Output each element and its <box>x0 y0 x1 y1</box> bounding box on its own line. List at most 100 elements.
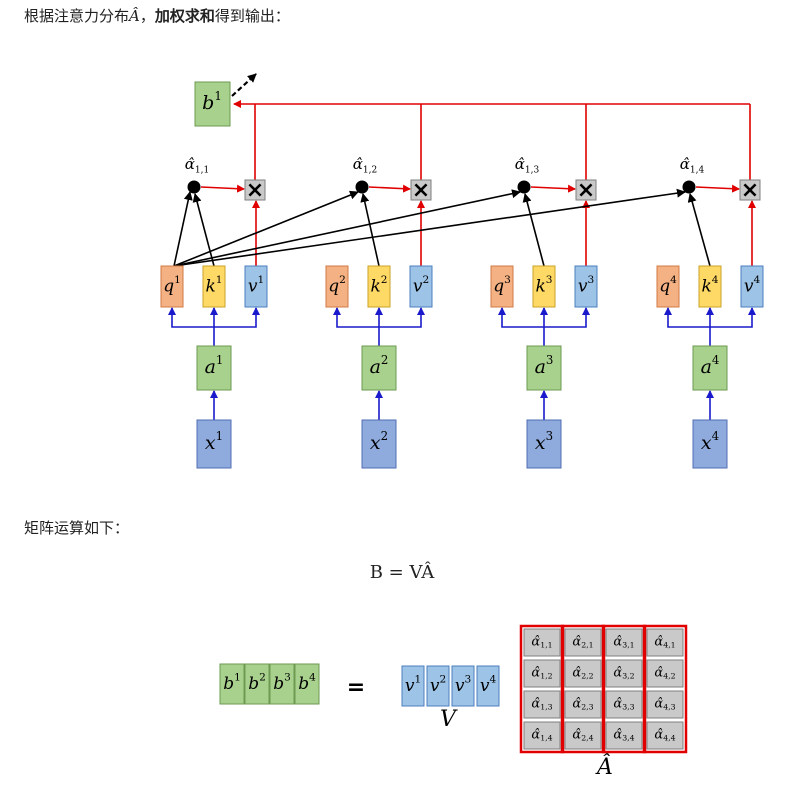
multiply-symbol-3: × <box>577 178 595 203</box>
b-vector-cell-1 <box>219 663 245 705</box>
a-box-2 <box>361 345 397 391</box>
matrix-cell-label-4-1: α̂4,1 <box>654 634 675 649</box>
multiply-box-4 <box>739 179 761 201</box>
x-label-2: x2 <box>370 429 388 454</box>
dot-product-node-3 <box>517 180 531 194</box>
matrix-cell-3-1 <box>605 628 643 657</box>
black-arrow-k-to-dot-1 <box>192 193 215 267</box>
matrix-cell-label-3-3: α̂3,3 <box>613 696 634 711</box>
alpha-label-4: α̂1,4 <box>680 155 705 175</box>
formula: B = VÂ <box>369 562 435 583</box>
x-box-3 <box>526 419 562 469</box>
v-vector-label-1: v1 <box>405 674 421 696</box>
k-label-2: k2 <box>370 274 387 296</box>
q-label-4: q4 <box>659 274 677 296</box>
red-arrow-dot-to-mul-4 <box>695 184 740 193</box>
red-arrow-dot-to-mul-1 <box>200 184 245 193</box>
k-label-1: k1 <box>205 274 222 296</box>
blue-arrow-a-to-q-3 <box>498 307 544 328</box>
output-b1-box <box>194 81 231 127</box>
matrix-cell-4-2 <box>646 659 684 688</box>
matrix-cell-2-1 <box>564 628 602 657</box>
a-label-3: a3 <box>535 353 554 378</box>
multiply-box-2 <box>410 179 432 201</box>
v-box-2 <box>409 265 433 308</box>
matrix-cell-label-4-2: α̂4,2 <box>654 665 675 680</box>
a-label-2: a2 <box>370 353 389 378</box>
black-arrow-q1-to-dot-4 <box>173 188 686 267</box>
blue-arrow-a-to-q-1 <box>168 307 214 328</box>
v-vector-cell-4 <box>476 665 500 707</box>
V-label: V <box>440 707 458 732</box>
equals-sign: = <box>347 675 365 700</box>
intro-bold: 加权求和 <box>154 7 215 25</box>
matrix-cell-2-3 <box>564 690 602 719</box>
black-arrow-q1-to-dot-3 <box>173 189 521 267</box>
blue-arrow-a-to-q-4 <box>664 307 710 328</box>
matrix-cell-3-2 <box>605 659 643 688</box>
b-vector-cell-3 <box>269 663 295 705</box>
b-vector-label-4: b4 <box>298 672 316 694</box>
matrix-cell-label-1-3: α̂1,3 <box>531 696 552 711</box>
matrix-cell-1-3 <box>523 690 561 719</box>
multiply-box-1 <box>244 179 266 201</box>
intro-text: 根据注意力分布Â，加权求和得到输出： <box>24 6 290 26</box>
x-label-1: x1 <box>205 429 223 454</box>
matrix-cell-2-2 <box>564 659 602 688</box>
matrix-cell-1-1 <box>523 628 561 657</box>
b-vector-cell-2 <box>244 663 270 705</box>
alpha-label-1: α̂1,1 <box>185 155 209 175</box>
black-arrow-k-to-dot-4 <box>687 193 711 267</box>
blue-arrow-a-to-q-2 <box>333 307 379 328</box>
v-label-2: v2 <box>413 274 429 296</box>
q-label-1: q1 <box>163 274 181 296</box>
matrix-cell-4-4 <box>646 721 684 750</box>
alpha-label-3: α̂1,3 <box>515 155 540 175</box>
v-vector-label-3: v3 <box>455 674 471 696</box>
a-label-1: a1 <box>205 353 224 378</box>
q-label-3: q3 <box>493 274 511 296</box>
matrix-cell-label-4-3: α̂4,3 <box>654 696 675 711</box>
intro-before: 根据注意力分布 <box>24 7 130 25</box>
matrix-cell-2-4 <box>564 721 602 750</box>
v-box-1 <box>244 265 268 308</box>
blue-arrow-a-to-v-4 <box>710 307 756 328</box>
k-box-2 <box>367 265 391 308</box>
blue-arrow-a-to-v-2 <box>379 307 425 328</box>
intro-comma: ， <box>139 7 155 25</box>
intro-math: Â <box>129 7 140 25</box>
matrix-cell-label-1-2: α̂1,2 <box>531 665 552 680</box>
intro-after: 得到输出： <box>214 7 290 25</box>
b-vector-label-1: b1 <box>223 672 241 694</box>
matrix-cell-label-4-4: α̂4,4 <box>654 727 675 742</box>
v-vector-cell-2 <box>426 665 450 707</box>
multiply-symbol-4: × <box>741 178 759 203</box>
matrix-cell-3-3 <box>605 690 643 719</box>
v-vector-label-4: v4 <box>480 674 497 696</box>
black-arrow-k-to-dot-3 <box>522 193 545 267</box>
x-box-1 <box>196 419 232 469</box>
v-box-3 <box>574 265 598 308</box>
v-vector-cell-3 <box>451 665 475 707</box>
k-box-1 <box>202 265 226 308</box>
output-dashed-arrow <box>231 73 257 97</box>
multiply-symbol-1: × <box>246 178 264 203</box>
b-vector-label-3: b3 <box>273 672 291 694</box>
x-label-3: x3 <box>535 429 553 454</box>
v-box-4 <box>740 265 764 308</box>
b-vector-label-2: b2 <box>248 672 266 694</box>
red-arrow-dot-to-mul-2 <box>368 184 411 193</box>
a-box-4 <box>692 345 728 391</box>
x-label-4: x4 <box>701 429 719 454</box>
matrix-cell-3-4 <box>605 721 643 750</box>
q-box-2 <box>325 265 349 308</box>
matrix-cell-label-1-1: α̂1,1 <box>531 634 552 649</box>
dot-product-node-2 <box>355 180 369 194</box>
a-box-1 <box>196 345 232 391</box>
matrix-cell-4-3 <box>646 690 684 719</box>
dot-product-node-1 <box>187 180 201 194</box>
k-box-3 <box>532 265 556 308</box>
k-label-3: k3 <box>535 274 552 296</box>
matrix-cell-label-2-1: α̂2,1 <box>572 634 593 649</box>
black-arrow-q1-to-dot-2 <box>173 190 359 267</box>
